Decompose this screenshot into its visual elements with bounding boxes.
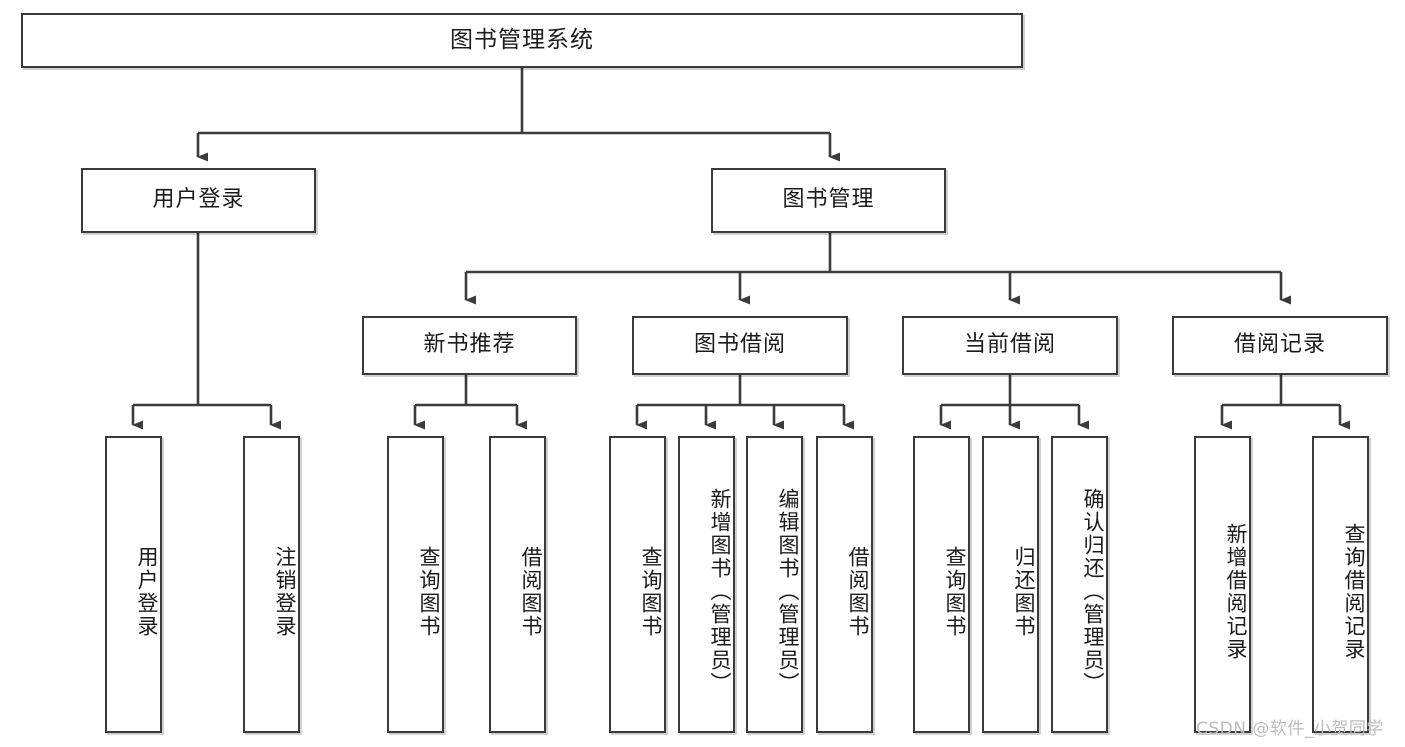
leaf-user-login-logout[interactable]: 注销登录 [243,436,300,733]
node-current-borrow[interactable]: 当前借阅 [902,316,1118,375]
leaf-book-borrow-query[interactable]: 查询图书 [609,436,666,733]
leaf-current-borrow-confirm[interactable]: 确认归还（管理员） [1051,436,1108,733]
watermark-text: CSDN @软件_小贺同学 [1196,719,1384,739]
node-borrow-record[interactable]: 借阅记录 [1172,316,1388,375]
node-current-borrow-label: 当前借阅 [963,332,1056,358]
leaf-label: 用户登录 [135,545,159,638]
leaf-label: 查询图书 [943,545,967,638]
leaf-user-login-login[interactable]: 用户登录 [105,436,162,733]
leaf-label: 新增图书（管理员） [708,488,732,695]
leaf-label: 查询图书 [639,545,663,638]
leaf-new-book-borrow[interactable]: 借阅图书 [489,436,546,733]
leaf-borrow-record-query[interactable]: 查询借阅记录 [1312,436,1369,733]
node-book-borrow-label: 图书借阅 [693,332,786,358]
leaf-label: 查询借阅记录 [1342,522,1366,661]
leaf-label: 确认归还（管理员） [1081,488,1105,695]
leaf-borrow-record-add[interactable]: 新增借阅记录 [1194,436,1251,733]
leaf-book-borrow-lend[interactable]: 借阅图书 [816,436,873,733]
node-book-borrow[interactable]: 图书借阅 [632,316,848,375]
node-user-login-label: 用户登录 [152,187,245,213]
node-book-management[interactable]: 图书管理 [711,168,946,233]
leaf-current-borrow-return[interactable]: 归还图书 [982,436,1039,733]
node-root[interactable]: 图书管理系统 [21,13,1023,68]
leaf-label: 新增借阅记录 [1224,522,1248,661]
node-borrow-record-label: 借阅记录 [1233,332,1326,358]
node-root-label: 图书管理系统 [450,26,594,53]
leaf-book-borrow-add[interactable]: 新增图书（管理员） [678,436,735,733]
node-book-management-label: 图书管理 [782,187,875,213]
node-new-book-recommend-label: 新书推荐 [423,332,516,358]
leaf-label: 归还图书 [1012,545,1036,638]
node-new-book-recommend[interactable]: 新书推荐 [362,316,577,375]
leaf-label: 借阅图书 [846,545,870,638]
node-user-login[interactable]: 用户登录 [81,168,316,233]
leaf-book-borrow-edit[interactable]: 编辑图书（管理员） [746,436,803,733]
leaf-label: 查询图书 [417,545,441,638]
leaf-label: 注销登录 [273,545,297,638]
leaf-current-borrow-query[interactable]: 查询图书 [913,436,970,733]
leaf-label: 借阅图书 [519,545,543,638]
leaf-label: 编辑图书（管理员） [776,488,800,695]
leaf-new-book-query[interactable]: 查询图书 [387,436,444,733]
